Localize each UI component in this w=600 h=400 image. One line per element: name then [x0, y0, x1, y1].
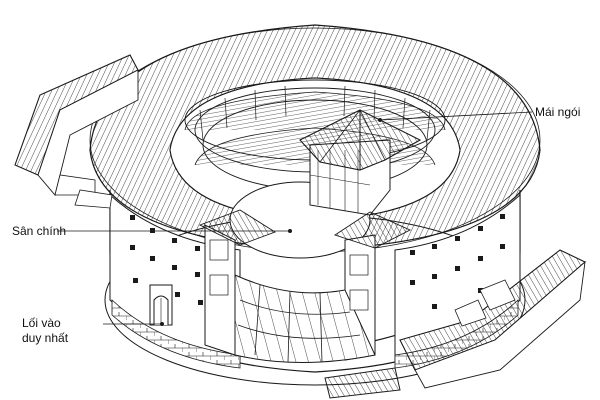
detached-roof-left [14, 54, 139, 209]
entrance-door [149, 284, 173, 326]
ancestral-hall [299, 109, 422, 216]
entrance-label-line2: duy nhất [22, 331, 69, 345]
detached-roof-right [399, 249, 586, 389]
leader-lines [57, 111, 533, 326]
entrance-label-line1: Lối vào [22, 316, 61, 330]
stone-plinth [111, 299, 241, 369]
courtyard-label: Sân chính [12, 224, 67, 238]
cutaway-section [198, 209, 412, 363]
roof-label: Mái ngói [535, 105, 581, 119]
detached-roof-bottom [324, 367, 401, 399]
